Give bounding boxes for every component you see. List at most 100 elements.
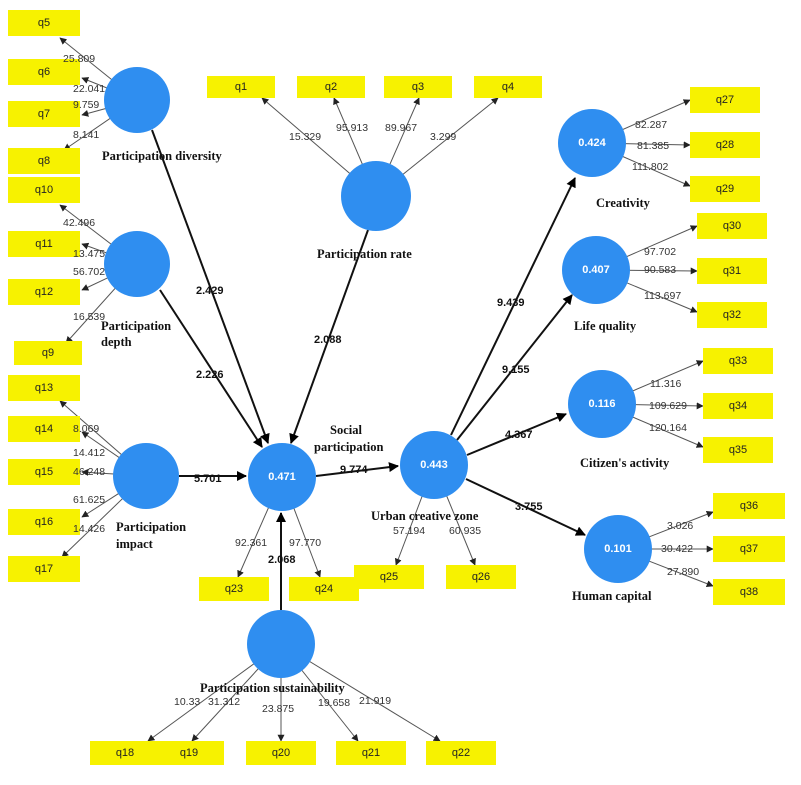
svg-text:q6: q6 <box>38 66 50 78</box>
svg-text:q1: q1 <box>235 81 247 93</box>
indicator-q34: q34 <box>703 393 773 419</box>
weight-q38: 27.890 <box>667 566 699 578</box>
weight-q25: 57.194 <box>393 525 425 537</box>
constructs: 0.471 0.443 0.424 0.407 0.116 0.101 <box>104 67 652 678</box>
weight-q3: 89.967 <box>385 122 417 134</box>
path-line-urban-citizen <box>466 412 567 456</box>
label-participation-depth-2: depth <box>101 335 132 349</box>
indicator-q16: q16 <box>8 509 80 535</box>
indicator-q10: q10 <box>8 177 80 203</box>
path-line-depth-social <box>159 289 263 448</box>
coef-diversity-social: 2.429 <box>196 285 224 297</box>
weight-q18: 10.33 <box>174 696 200 708</box>
svg-text:q38: q38 <box>740 586 758 598</box>
weight-q37: 30.422 <box>661 543 693 555</box>
svg-text:q8: q8 <box>38 155 50 167</box>
svg-text:q23: q23 <box>225 583 243 595</box>
indicator-q24: q24 <box>289 577 359 601</box>
svg-text:q19: q19 <box>180 747 198 759</box>
weight-q13: 8.069 <box>73 423 99 435</box>
svg-text:q5: q5 <box>38 17 50 29</box>
svg-text:q7: q7 <box>38 108 50 120</box>
outer-weight-labels: 15.329 95.913 89.967 3.299 25.809 22.041… <box>63 53 699 715</box>
weight-q15: 46.248 <box>73 466 105 478</box>
indicator-q1: q1 <box>207 76 275 98</box>
indicator-q3: q3 <box>384 76 452 98</box>
weight-q26: 60.935 <box>449 525 481 537</box>
svg-text:q35: q35 <box>729 444 747 456</box>
indicator-q9: q9 <box>14 341 82 365</box>
coef-rate-social: 2.088 <box>314 334 342 346</box>
weight-q19: 31.312 <box>208 696 240 708</box>
path-line-urban-creativity <box>450 177 576 436</box>
construct-participation-depth <box>104 231 170 297</box>
svg-text:q26: q26 <box>472 571 490 583</box>
weight-q27: 82.287 <box>635 119 667 131</box>
svg-text:q18: q18 <box>116 747 134 759</box>
indicator-q14: q14 <box>8 416 80 442</box>
svg-text:q2: q2 <box>325 81 337 93</box>
indicator-q27: q27 <box>690 87 760 113</box>
svg-text:q14: q14 <box>35 423 53 435</box>
construct-creativity: 0.424 <box>558 109 626 177</box>
svg-text:q13: q13 <box>35 382 53 394</box>
label-social-participation-2: participation <box>314 440 383 454</box>
svg-text:q25: q25 <box>380 571 398 583</box>
indicator-q19: q19 <box>154 741 224 765</box>
svg-text:q33: q33 <box>729 355 747 367</box>
indicator-q13: q13 <box>8 375 80 401</box>
indicator-q36: q36 <box>713 493 785 519</box>
indicator-q31: q31 <box>697 258 767 284</box>
construct-participation-rate <box>341 161 411 231</box>
svg-text:q16: q16 <box>35 516 53 528</box>
weight-q31: 90.583 <box>644 264 676 276</box>
svg-text:q24: q24 <box>315 583 333 595</box>
indicator-q35: q35 <box>703 437 773 463</box>
construct-human-capital: 0.101 <box>584 515 652 583</box>
svg-text:q37: q37 <box>740 543 758 555</box>
weight-q34: 109.629 <box>649 400 687 412</box>
weight-q17: 14.426 <box>73 523 105 535</box>
coef-urban-citizen: 4.367 <box>505 429 533 441</box>
construct-urban-creative-zone: 0.443 <box>400 431 468 499</box>
weight-q29: 111.802 <box>632 161 669 173</box>
construct-participation-impact <box>113 443 179 509</box>
indicator-q32: q32 <box>697 302 767 328</box>
svg-text:0.443: 0.443 <box>420 459 448 471</box>
weight-q32: 113.697 <box>644 290 681 302</box>
weight-q22: 21.919 <box>359 695 391 707</box>
path-line-diversity-social <box>151 129 270 444</box>
weight-q1: 15.329 <box>289 131 321 143</box>
weight-q7: 9.759 <box>73 99 99 111</box>
weight-q11: 13.475 <box>73 248 105 260</box>
svg-text:0.101: 0.101 <box>604 543 632 555</box>
path-coefficients: 2.429 2.226 2.088 5.701 2.068 9.774 9.43… <box>194 285 543 566</box>
label-participation-impact-1: Participation <box>116 520 186 534</box>
svg-text:q28: q28 <box>716 139 734 151</box>
svg-text:q21: q21 <box>362 747 380 759</box>
indicator-q20: q20 <box>246 741 316 765</box>
indicator-q21: q21 <box>336 741 406 765</box>
indicators: q1 q2 q3 q4 q5 q6 q7 q8 q10 q11 q12 q9 q… <box>8 10 785 765</box>
label-participation-diversity: Participation diversity <box>102 149 223 163</box>
construct-participation-sustainability <box>247 610 315 678</box>
weight-q12: 56.702 <box>73 266 105 278</box>
weight-q16: 61.625 <box>73 494 105 506</box>
label-citizens-activity: Citizen's activity <box>580 456 670 470</box>
indicator-q28: q28 <box>690 132 760 158</box>
svg-text:0.471: 0.471 <box>268 471 296 483</box>
svg-text:q22: q22 <box>452 747 470 759</box>
svg-text:0.424: 0.424 <box>578 137 606 149</box>
svg-text:0.116: 0.116 <box>589 398 616 410</box>
weight-q14: 14.412 <box>73 447 105 459</box>
construct-life-quality: 0.407 <box>562 236 630 304</box>
coef-urban-human: 3.755 <box>515 501 543 513</box>
indicator-q23: q23 <box>199 577 269 601</box>
label-human-capital: Human capital <box>572 589 652 603</box>
weight-q5: 25.809 <box>63 53 95 65</box>
indicator-q6: q6 <box>8 59 80 85</box>
coef-impact-social: 5.701 <box>194 473 222 485</box>
svg-text:q31: q31 <box>723 265 741 277</box>
weight-q20: 23.875 <box>262 703 294 715</box>
